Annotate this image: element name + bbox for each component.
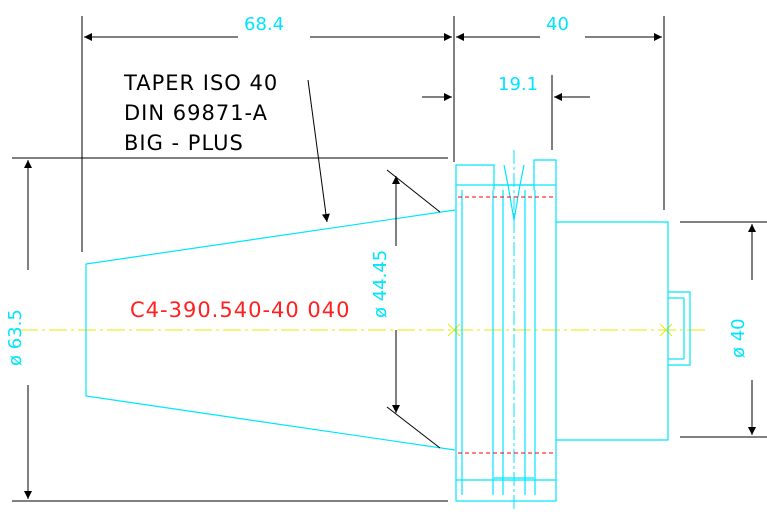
dimension-lines — [24, 33, 756, 499]
shank-outline — [556, 221, 669, 441]
dim-flange-width: 19.1 — [498, 74, 538, 95]
extension-lines — [12, 16, 767, 502]
dim-taper-diameter: ø 44.45 — [370, 250, 391, 318]
hidden-lines — [458, 196, 555, 454]
dim-taper-length: 68.4 — [244, 14, 284, 35]
groove-v — [503, 164, 525, 221]
part-number: C4-390.540-40 040 — [130, 298, 351, 322]
note-line-big-plus: BIG - PLUS — [124, 131, 244, 155]
note-line-din: DIN 69871-A — [124, 101, 268, 125]
taper-outline — [85, 209, 456, 451]
center-mark — [447, 323, 673, 337]
note-line-taper: TAPER ISO 40 — [123, 71, 278, 95]
dim-body-length: 40 — [546, 14, 569, 35]
dim-shank-diameter: ø 40 — [728, 318, 749, 358]
dim-flange-diameter: ø 63.5 — [5, 309, 26, 366]
end-boss — [668, 291, 691, 366]
part-outline — [85, 159, 691, 502]
flange-outline — [455, 184, 557, 502]
